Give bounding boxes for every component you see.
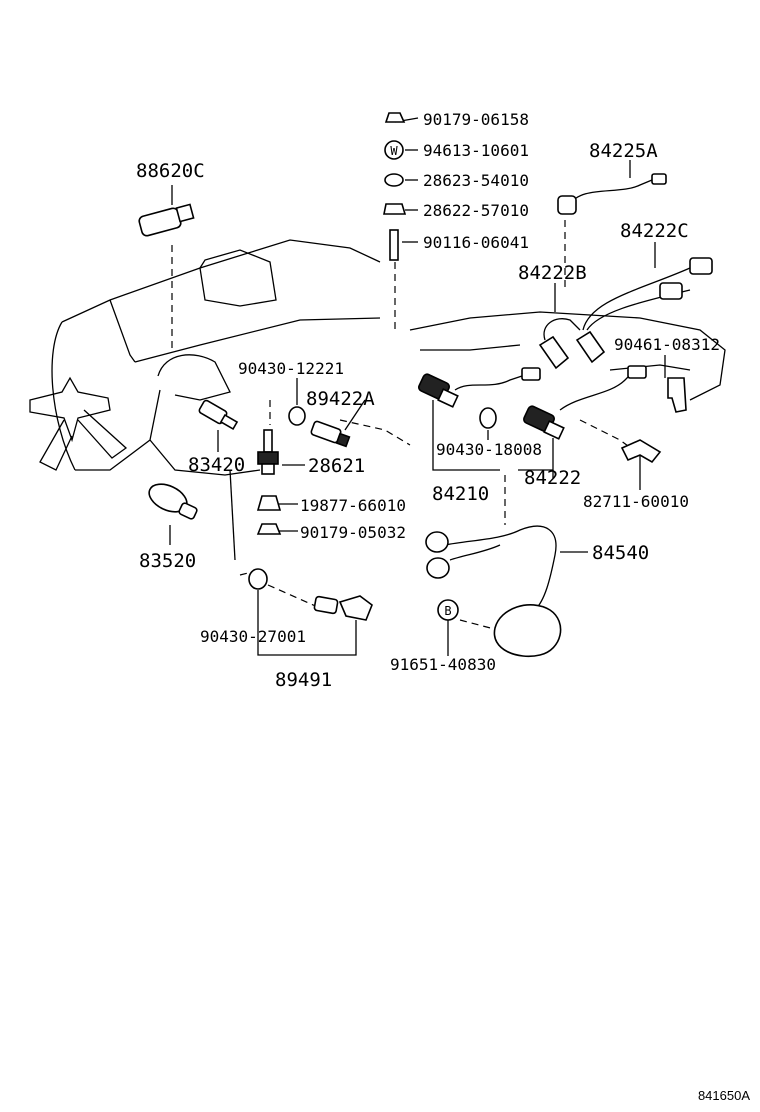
leader-lines <box>169 117 666 656</box>
nut-90179-06158 <box>384 112 406 123</box>
label-89491: 89491 <box>275 669 332 691</box>
bolt-symbol: B <box>444 604 451 618</box>
cushion-28622-57010 <box>383 203 407 215</box>
label-84210: 84210 <box>432 483 489 505</box>
label-84225A: 84225A <box>589 140 658 162</box>
label-83420: 83420 <box>188 454 245 476</box>
stud-90116-06041 <box>389 229 399 261</box>
label-84222: 84222 <box>524 467 581 489</box>
gasket-90430-27001 <box>248 568 268 590</box>
label-28623-54010: 28623-54010 <box>423 171 529 190</box>
bolt-91651-40830 <box>437 599 459 621</box>
sender-83420 <box>198 399 239 431</box>
label-90430-18008: 90430-18008 <box>436 440 542 459</box>
oxygen-sensor-84225A <box>557 173 667 215</box>
gasket-90430-18008 <box>479 407 497 429</box>
pressure-switch-88620C <box>138 203 195 237</box>
parts: W <box>138 112 713 657</box>
label-19877-66010: 19877-66010 <box>300 496 406 515</box>
label-90179-06158: 90179-06158 <box>423 110 529 129</box>
label-90430-12221: 90430-12221 <box>238 359 344 378</box>
sensor-84222 <box>523 365 647 440</box>
sensor-89491 <box>313 595 373 621</box>
sensor-84210 <box>418 367 541 408</box>
cap-19877-66010 <box>256 495 282 511</box>
sensor-84222C <box>575 257 713 364</box>
clamp-82711-60010 <box>620 439 662 464</box>
label-83520: 83520 <box>139 550 196 572</box>
diagram-id: 841650A <box>698 1088 750 1103</box>
washer-symbol: W <box>390 144 398 158</box>
label-89422A: 89422A <box>306 388 375 410</box>
label-82711-60010: 82711-60010 <box>583 492 689 511</box>
label-94613-10601: 94613-10601 <box>423 141 529 160</box>
label-90179-05032: 90179-05032 <box>300 523 406 542</box>
label-84540: 84540 <box>592 542 649 564</box>
label-88620C: 88620C <box>136 160 205 182</box>
label-84222B: 84222B <box>518 262 587 284</box>
sensor-84222B <box>538 318 581 370</box>
label-90430-27001: 90430-27001 <box>200 627 306 646</box>
clamp-90461-08312 <box>667 377 687 413</box>
label-84222C: 84222C <box>620 220 689 242</box>
label-28621: 28621 <box>308 455 365 477</box>
washer-94613-10601 <box>384 140 404 160</box>
sensor-89422A <box>310 420 351 448</box>
engine-outline <box>29 239 726 561</box>
label-28622-57010: 28622-57010 <box>423 201 529 220</box>
part-labels: 90179-06158 94613-10601 28623-54010 2862… <box>136 110 750 1103</box>
gasket-90430-12221 <box>288 406 306 426</box>
label-90116-06041: 90116-06041 <box>423 233 529 252</box>
sender-28621 <box>257 429 279 475</box>
switch-83520 <box>148 483 198 520</box>
grommet-28623-54010 <box>384 173 404 187</box>
label-91651-40830: 91651-40830 <box>390 655 496 674</box>
label-90461-08312: 90461-08312 <box>614 335 720 354</box>
sensor-assembly-84540 <box>425 525 562 657</box>
nut-90179-05032 <box>256 523 282 535</box>
